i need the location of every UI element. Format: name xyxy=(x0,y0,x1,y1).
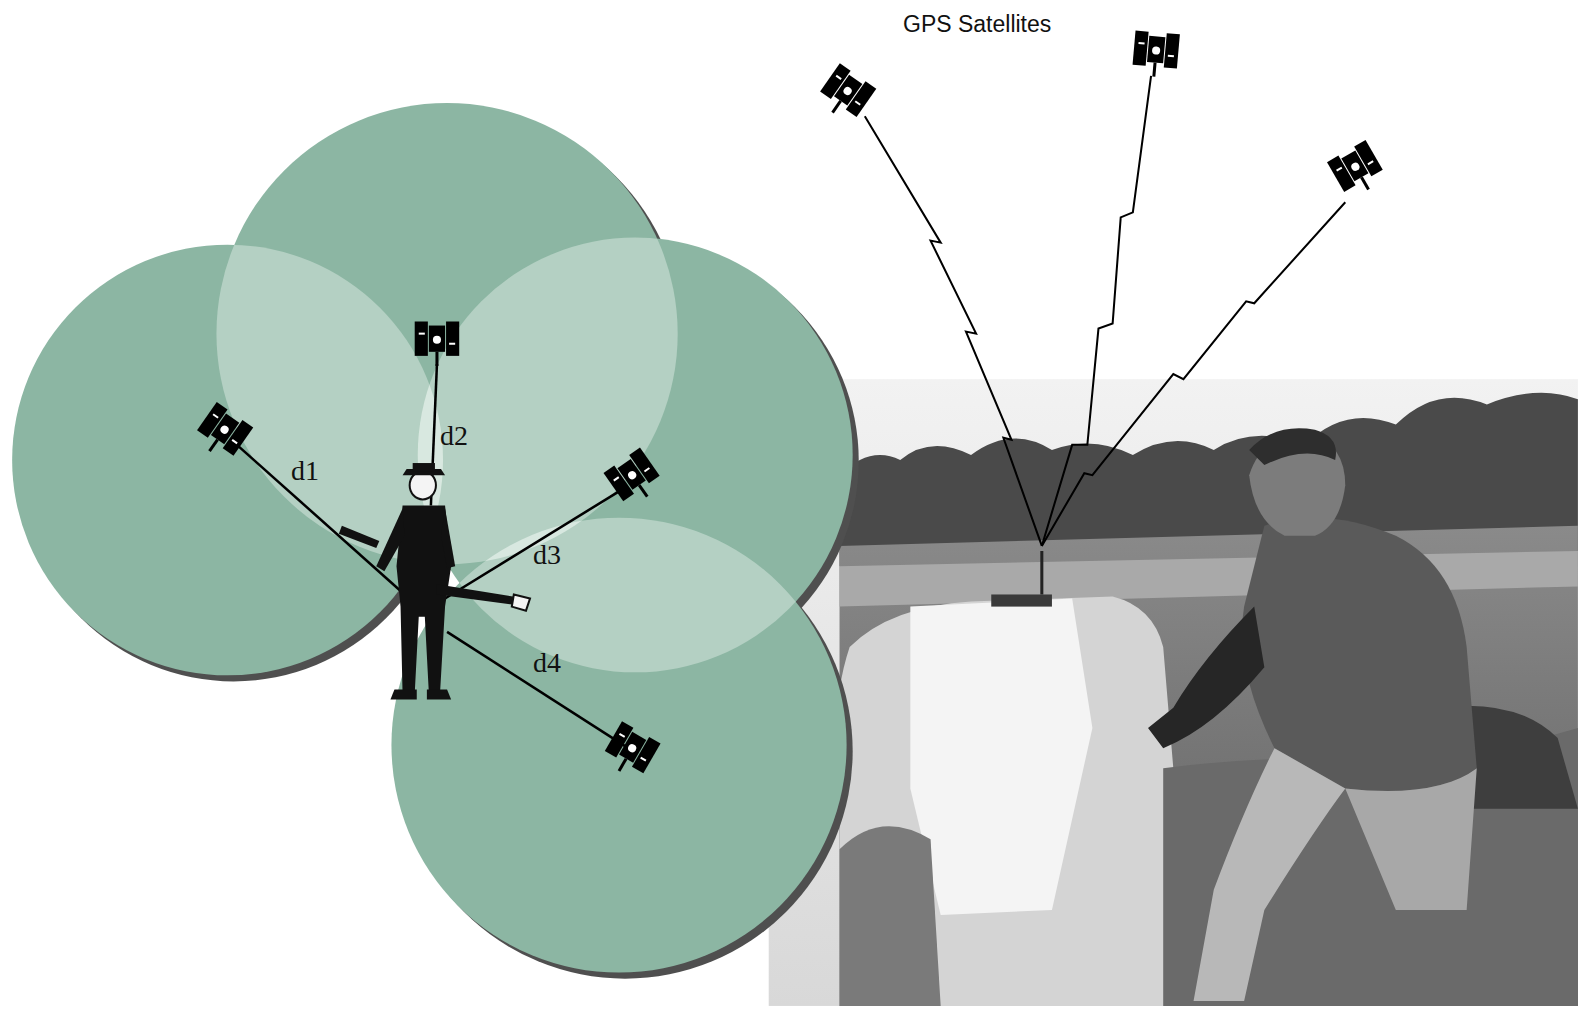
satellite-icon xyxy=(1327,140,1388,201)
satellite-icon xyxy=(600,721,661,782)
tractor-photo xyxy=(769,379,1578,1006)
satellite-icon xyxy=(191,402,253,464)
farmer-figure xyxy=(339,463,530,700)
distance-lines xyxy=(235,364,625,746)
title-label: GPS Satellites xyxy=(903,12,1051,37)
range-circles xyxy=(12,103,853,972)
satellite-icon xyxy=(814,63,876,125)
signal-lines xyxy=(865,76,1345,546)
distance-label: d1 xyxy=(291,456,319,487)
triple-overlaps xyxy=(391,238,852,973)
distance-label: d3 xyxy=(533,540,561,571)
distance-label: d4 xyxy=(533,648,561,679)
satellite-icon xyxy=(1132,30,1180,78)
distance-label: d2 xyxy=(440,421,468,452)
satellite-icons xyxy=(191,30,1388,782)
circle-overlaps xyxy=(216,103,852,972)
satellite-icon xyxy=(604,448,666,510)
satellite-icon xyxy=(415,321,460,365)
